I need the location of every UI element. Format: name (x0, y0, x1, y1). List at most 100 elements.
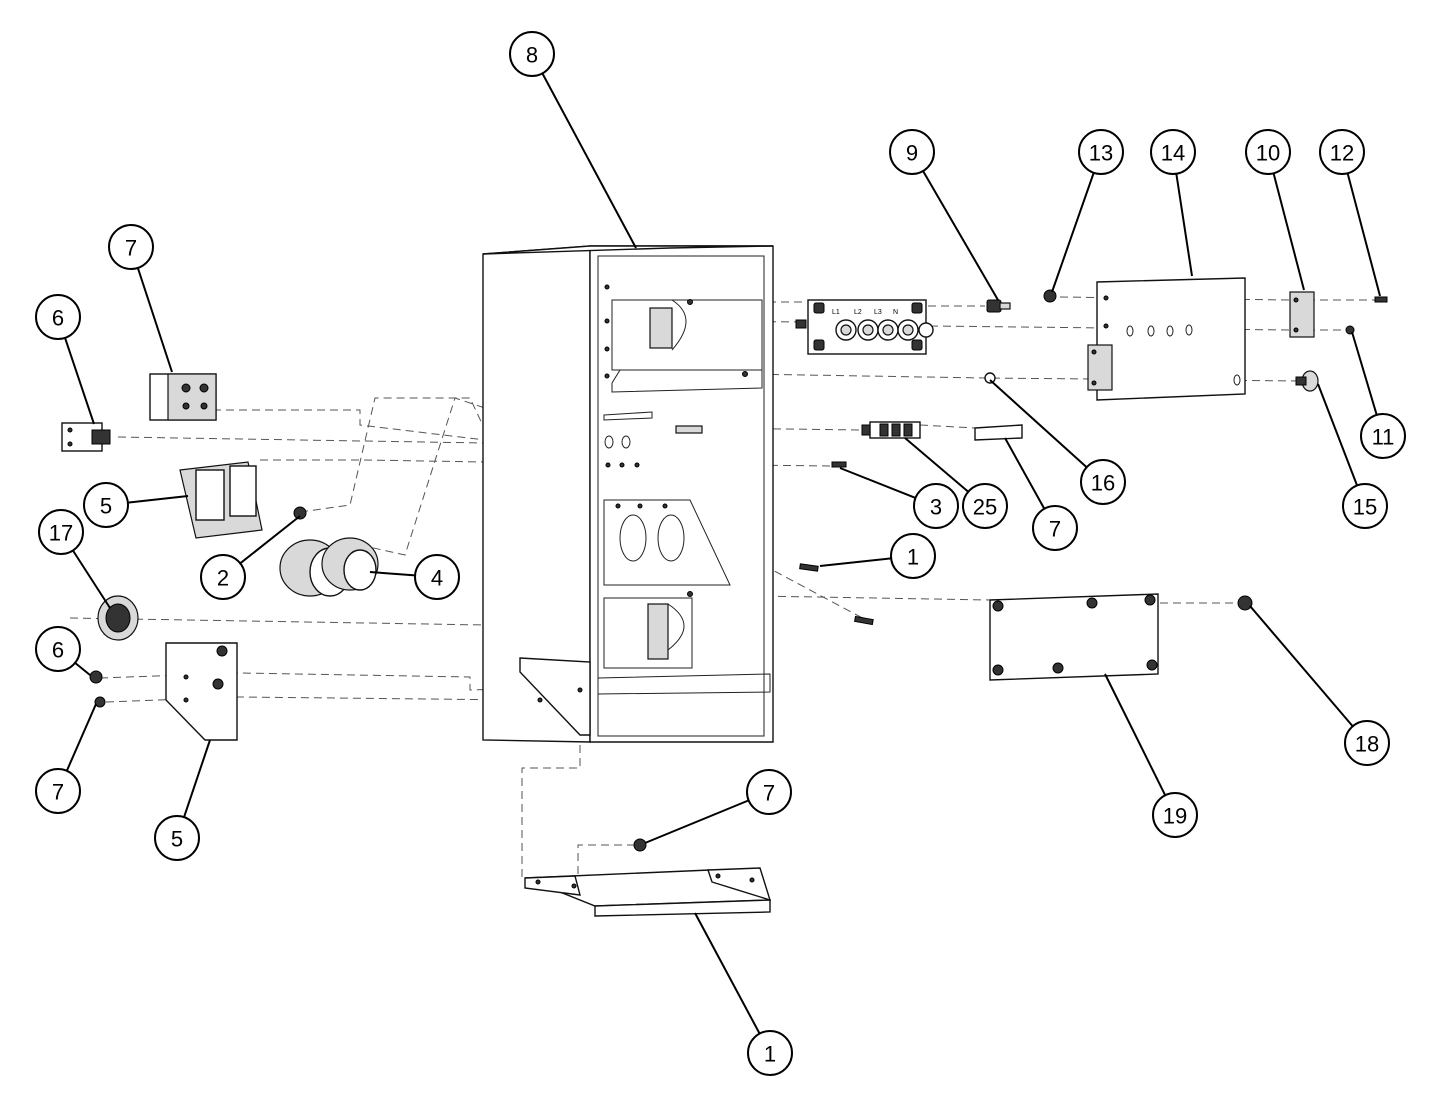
panel-label-l1: L1 (832, 309, 840, 316)
callout-leader-line (644, 799, 750, 844)
callout-number: 3 (930, 495, 942, 520)
cover-plate (989, 593, 1159, 681)
callout-number: 4 (431, 566, 443, 591)
callout-5: 5 (154, 739, 211, 861)
callout-number: 17 (49, 521, 73, 546)
callout-balloon (1319, 129, 1365, 175)
callout-7: 7 (1004, 437, 1078, 551)
callout-number: 1 (907, 545, 919, 570)
callout-balloon (1342, 483, 1388, 529)
callout-leader-line (541, 72, 637, 249)
callout-3: 3 (839, 467, 959, 529)
callout-balloon (913, 483, 959, 529)
callout-number: 15 (1353, 495, 1377, 520)
callout-balloon (1078, 129, 1124, 175)
callout-7: 7 (108, 224, 173, 373)
callout-13: 13 (1051, 129, 1124, 293)
callout-12: 12 (1319, 129, 1381, 297)
callout-balloon (1080, 459, 1126, 505)
callout-number: 5 (171, 827, 183, 852)
callout-6: 6 (35, 626, 91, 676)
callout-number: 14 (1161, 141, 1185, 166)
callout-leader-line (1346, 173, 1381, 297)
callout-leader-line (1249, 605, 1354, 727)
callout-18: 18 (1249, 605, 1390, 766)
left-components (61, 373, 379, 741)
door-panel (1087, 277, 1315, 401)
bottom-tray (524, 867, 772, 917)
panel-label-l3: L3 (874, 309, 882, 316)
callout-19: 19 (1104, 673, 1198, 838)
callout-balloon (414, 554, 460, 600)
callout-number: 5 (100, 494, 112, 519)
callout-number: 9 (906, 141, 918, 166)
callout-balloon (1245, 129, 1291, 175)
callout-1: 1 (694, 912, 793, 1076)
callout-1: 1 (819, 533, 936, 579)
callout-leader-line (694, 912, 761, 1035)
callout-number: 1 (764, 1042, 776, 1067)
callout-4: 4 (369, 554, 460, 600)
callout-balloon (154, 815, 200, 861)
callout-leader-line (64, 337, 95, 425)
callout-8: 8 (509, 31, 637, 249)
callout-number: 19 (1163, 804, 1187, 829)
callout-balloon (509, 31, 555, 77)
callout-number: 7 (763, 781, 775, 806)
callout-balloon (1344, 720, 1390, 766)
callout-balloon (1360, 413, 1406, 459)
callout-25: 25 (904, 437, 1008, 529)
callout-leader-line (904, 437, 969, 493)
callout-11: 11 (1351, 331, 1406, 459)
rocker-switch (861, 421, 1023, 441)
callout-5: 5 (83, 482, 189, 528)
callout-leader-line (1004, 437, 1046, 510)
callout-number: 11 (1372, 425, 1395, 450)
callout-balloon (1150, 129, 1196, 175)
callout-leader-line (1272, 173, 1305, 291)
callout-leader-line (1351, 331, 1378, 416)
callout-9: 9 (889, 129, 999, 301)
callout-balloon (746, 769, 792, 815)
callout-balloon (747, 1030, 793, 1076)
callout-balloon (83, 482, 129, 528)
callout-leader-line (136, 267, 173, 373)
callout-balloon (200, 554, 246, 600)
callout-number: 8 (526, 43, 538, 68)
hardware-fasteners (89, 289, 1388, 852)
callout-leader-line (1051, 172, 1095, 293)
panel-label-l2: L2 (854, 309, 862, 316)
callout-balloon (889, 129, 935, 175)
callout-balloon (35, 768, 81, 814)
callout-leader-line (74, 662, 91, 676)
callout-6: 6 (35, 294, 95, 425)
callout-number: 16 (1091, 471, 1115, 496)
callout-number: 7 (1049, 517, 1061, 542)
callout-number: 7 (125, 236, 137, 261)
callout-number: 25 (973, 495, 997, 520)
callout-number: 2 (217, 566, 229, 591)
callout-7: 7 (644, 769, 792, 844)
callout-number: 6 (52, 638, 64, 663)
callout-number: 10 (1256, 141, 1280, 166)
callout-15: 15 (1317, 383, 1388, 529)
callout-leader-line (65, 703, 97, 772)
callout-10: 10 (1245, 129, 1305, 291)
callout-leader-line (369, 571, 416, 577)
callout-number: 6 (52, 306, 64, 331)
callout-leader-line (72, 549, 111, 609)
callout-leader-line (819, 557, 892, 567)
callout-number: 13 (1089, 141, 1113, 166)
callout-leader-line (1317, 383, 1359, 486)
terminal-switch-panel: L1 L2 L3 N (795, 299, 934, 355)
callout-leader-line (183, 739, 211, 818)
callout-balloon (108, 224, 154, 270)
callout-balloon (35, 294, 81, 340)
panel-label-n: N (893, 309, 898, 316)
callout-leader-line (127, 495, 189, 504)
callout-leader-line (922, 170, 999, 301)
callout-balloon (890, 533, 936, 579)
callout-14: 14 (1150, 129, 1196, 277)
